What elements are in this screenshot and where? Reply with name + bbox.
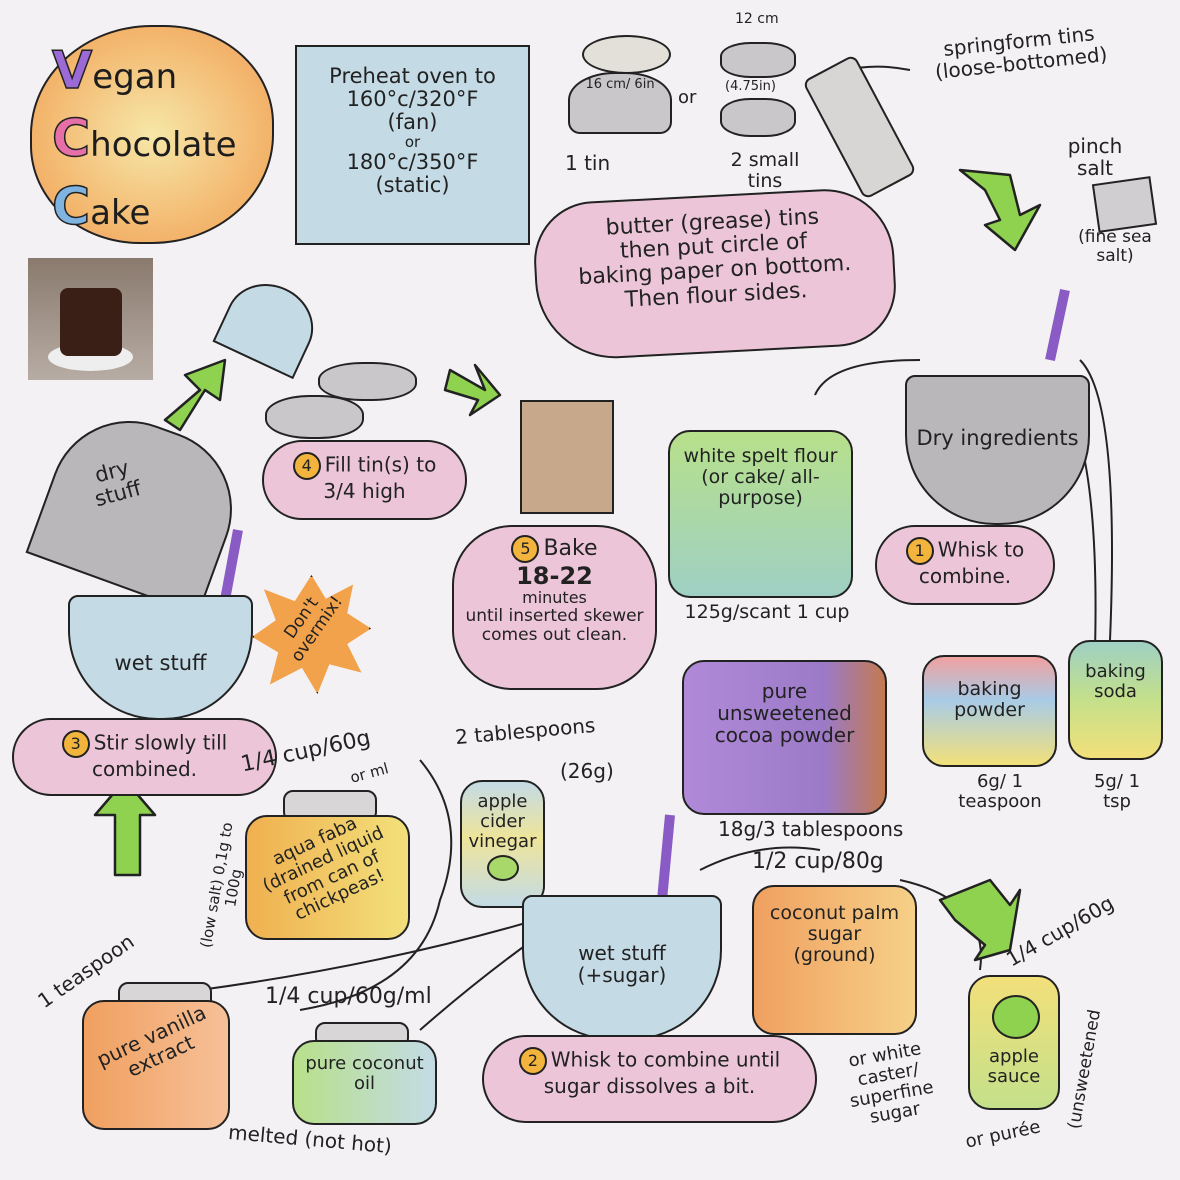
title-letter-v: V: [51, 40, 93, 102]
bake-unit: minutes: [522, 588, 587, 608]
flour-amount: 125g/scant 1 cup: [684, 601, 850, 623]
title-letter-c2: C: [51, 176, 91, 238]
title-blob: [30, 25, 274, 244]
step-text: Whisk to combine.: [918, 537, 1025, 588]
salt-note: (fine sea salt): [1078, 227, 1152, 266]
wet-sugar-bowl: wet stuff (+sugar): [522, 895, 722, 1040]
vanilla-label: pure vanilla extract: [93, 1000, 210, 1082]
applesauce-label: apple sauce: [987, 1046, 1041, 1087]
one-tin-size: 16 cm/ 6in: [585, 77, 655, 92]
cake-photo: [28, 258, 153, 380]
baking-powder-label: baking powder: [954, 678, 1025, 721]
bake-detail: until inserted skewer comes out clean.: [465, 605, 644, 645]
title-word: ake: [90, 193, 151, 233]
title: Vegan Chocolate Cake: [51, 40, 237, 244]
apple-icon: [486, 855, 519, 882]
filled-tin-icon: [265, 395, 364, 439]
step-text: Whisk to combine until sugar dissolves a…: [543, 1047, 781, 1098]
dry-ingredients-label: Dry ingredients: [916, 426, 1079, 450]
title-word: egan: [92, 57, 178, 97]
flour-label: white spelt flour (or cake/ all-purpose): [683, 445, 838, 509]
title-letter-c: C: [51, 108, 91, 170]
oven-text: (fan): [387, 110, 438, 135]
vinegar-bottle: apple cider vinegar: [460, 780, 545, 908]
baking-powder-amount: 6g/ 1 teaspoon: [958, 771, 1042, 812]
grease-note: butter (grease) tins then put circle of …: [531, 185, 899, 363]
cocoa-amount: 18g/3 tablespoons: [718, 817, 904, 841]
or-label: or: [678, 87, 697, 108]
baking-soda-amount: 5g/ 1 tsp: [1093, 771, 1141, 812]
apple-icon: [992, 995, 1040, 1039]
step-number: 3: [61, 730, 90, 758]
baking-powder-jar: baking powder: [922, 655, 1057, 767]
two-tins-label: 2 small tins: [730, 149, 800, 192]
arrow-icon: [163, 358, 227, 432]
wet-stuff-label: wet stuff: [114, 651, 207, 675]
small-tin-width: 12 cm: [735, 11, 779, 27]
vinegar-amount-g: (26g): [560, 759, 614, 783]
arrow-icon: [443, 363, 502, 417]
coconut-oil-jar: pure coconut oil: [292, 1040, 437, 1125]
flour-bag: white spelt flour (or cake/ all-purpose): [668, 430, 853, 598]
cocoa-jar: pure unsweetened cocoa powder: [682, 660, 887, 815]
step-text: Stir slowly till combined.: [92, 730, 228, 781]
whisk-icon: [1045, 288, 1070, 362]
small-tin-inch: (4.75in): [725, 79, 776, 94]
oven-text: (static): [375, 172, 450, 197]
bake-time: 18-22: [516, 562, 593, 590]
dry-ingredients-bowl: Dry ingredients: [905, 375, 1090, 525]
oven-text: or: [404, 133, 421, 152]
title-word: hocolate: [90, 125, 237, 165]
arrow-icon: [938, 878, 1022, 962]
whisk-icon: [220, 529, 243, 601]
step-number: 4: [292, 452, 321, 480]
aquafaba-label: aqua faba (drained liquid from can of ch…: [259, 812, 389, 926]
step-number: 2: [518, 1047, 547, 1075]
sugar-label: coconut palm sugar (ground): [769, 902, 900, 966]
large-tin-icon: [568, 72, 672, 134]
oven-icon: [520, 400, 614, 514]
baking-soda-label: baking soda: [1085, 661, 1146, 702]
oven-text: Preheat oven to: [329, 64, 496, 88]
filled-tin-icon: [318, 362, 417, 401]
small-tin-icon: [720, 42, 796, 78]
applesauce-jar: apple sauce: [968, 975, 1060, 1110]
cocoa-label: pure unsweetened cocoa powder: [714, 679, 855, 747]
oven-text: 180°c/350°F: [346, 149, 479, 174]
one-tin-label: 1 tin: [565, 151, 611, 175]
step-number: 5: [511, 535, 540, 563]
baking-soda-jar: baking soda: [1068, 640, 1163, 760]
aquafaba-jar: aqua faba (drained liquid from can of ch…: [245, 813, 410, 940]
tin-lid-icon: [582, 35, 671, 74]
sugar-jar: coconut palm sugar (ground): [752, 885, 917, 1035]
oven-text: 160°c/320°F: [346, 87, 479, 112]
small-tin-icon: [720, 98, 796, 137]
coconut-oil-label: pure coconut oil: [305, 1053, 424, 1094]
whisk-icon: [657, 814, 675, 901]
arrow-icon: [958, 168, 1042, 252]
oven-instructions: Preheat oven to 160°c/320°F (fan) or 180…: [295, 45, 530, 245]
salt-label: pinch salt: [1067, 134, 1123, 180]
sugar-amount: 1/2 cup/80g: [752, 849, 884, 874]
wet-sugar-label: wet stuff (+sugar): [577, 941, 667, 987]
step-text: Fill tin(s) to 3/4 high: [323, 452, 437, 503]
step-text: Bake: [543, 536, 598, 561]
step-number: 1: [905, 537, 934, 565]
vinegar-label: apple cider vinegar: [468, 791, 537, 852]
salt-shaker-icon: [1091, 176, 1158, 233]
coconut-oil-amount: 1/4 cup/60g/ml: [265, 984, 432, 1009]
vanilla-jar: pure vanilla extract: [82, 1000, 230, 1130]
